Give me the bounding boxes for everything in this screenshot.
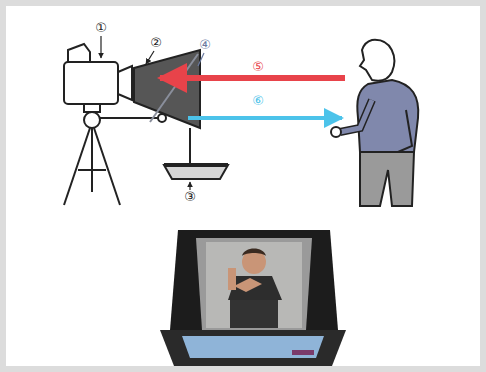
callout-number: ⑤ [252,60,264,74]
image-ray [160,75,345,81]
callout-number: ④ [199,38,211,52]
presenter [331,40,418,206]
callout-number: ③ [184,190,196,204]
callout-number: ② [150,36,162,50]
camera [64,44,132,104]
prompter-monitor [164,165,228,179]
callout-number: ① [95,21,107,35]
prompter-hood [134,50,200,164]
leader-lines [101,36,204,190]
tripod [64,104,166,205]
text-ray [188,116,342,120]
panel [6,6,480,366]
callout-number: ⑥ [252,94,264,108]
teleprompter-photo [160,230,346,366]
